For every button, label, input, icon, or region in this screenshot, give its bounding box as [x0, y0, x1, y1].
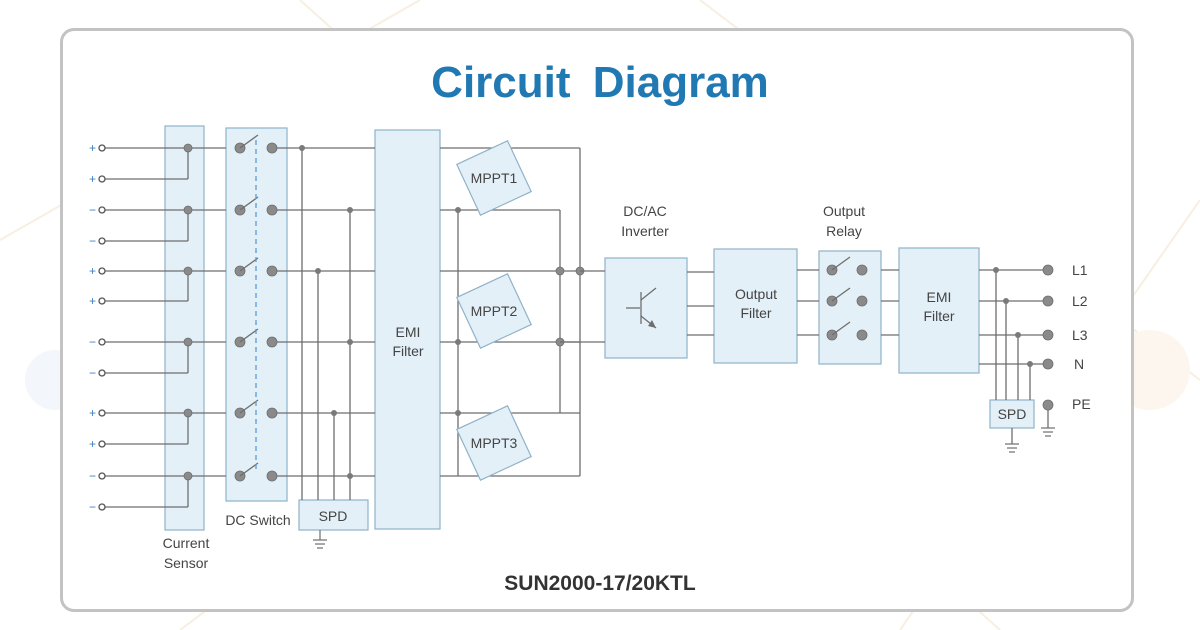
ac-wires-1	[687, 269, 899, 336]
polarity-label: −	[89, 500, 96, 514]
current-sensor-label-line1: Current	[163, 535, 210, 551]
mppt1-label: MPPT1	[471, 170, 518, 186]
transistor-icon	[626, 287, 657, 329]
input-polarity-labels: + + − − + + − − + + − −	[89, 141, 96, 514]
dc-bus-wires	[277, 147, 375, 477]
polarity-label: +	[89, 172, 96, 186]
emi-filter-dc-label-line2: Filter	[392, 343, 423, 359]
mppt2-block: MPPT2	[455, 272, 533, 350]
inverter-label-line2: Inverter	[621, 223, 669, 239]
output-filter-label-line2: Filter	[740, 305, 771, 321]
input-wires	[104, 147, 226, 508]
output-relay-label-line2: Relay	[826, 223, 862, 239]
polarity-label: −	[89, 366, 96, 380]
output-filter-label-line1: Output	[735, 286, 777, 302]
output-label-l2: L2	[1072, 293, 1088, 309]
polarity-label: +	[89, 406, 96, 420]
diagram-title: Circuit Diagram	[431, 58, 769, 107]
output-relay-contacts	[826, 256, 868, 341]
current-sensor-block	[164, 125, 205, 531]
spd-ac-label: SPD	[998, 406, 1027, 422]
polarity-label: +	[89, 437, 96, 451]
polarity-label: −	[89, 335, 96, 349]
output-label-l3: L3	[1072, 327, 1088, 343]
polarity-label: +	[89, 141, 96, 155]
inverter-block	[604, 257, 688, 359]
spd-dc-label: SPD	[319, 508, 348, 524]
polarity-label: −	[89, 234, 96, 248]
emi-filter-ac-label-line1: EMI	[927, 289, 952, 305]
emi-filter-ac-block	[898, 247, 980, 374]
spd-dc-block	[298, 499, 369, 531]
polarity-label: +	[89, 294, 96, 308]
emi-filter-ac-label-line2: Filter	[923, 308, 954, 324]
mppt3-block: MPPT3	[455, 404, 533, 482]
output-label-l1: L1	[1072, 262, 1088, 278]
current-sensor-label-line2: Sensor	[164, 555, 209, 571]
output-label-n: N	[1074, 356, 1084, 372]
emi-filter-dc-block	[374, 129, 441, 530]
polarity-label: −	[89, 203, 96, 217]
dc-spd-connections	[299, 145, 353, 549]
mppt-bus-wires	[440, 147, 605, 477]
polarity-label: +	[89, 264, 96, 278]
output-label-pe: PE	[1072, 396, 1091, 412]
mppt1-block: MPPT1	[455, 139, 533, 217]
current-sensor-nodes	[183, 143, 193, 481]
inverter-label-line1: DC/AC	[623, 203, 667, 219]
output-relay-label-line1: Output	[823, 203, 865, 219]
mppt3-label: MPPT3	[471, 435, 518, 451]
ac-output-wires	[979, 267, 1055, 453]
output-terminals	[1042, 264, 1054, 411]
mppt2-label: MPPT2	[471, 303, 518, 319]
model-name: SUN2000-17/20KTL	[504, 572, 696, 595]
dc-switch-label: DC Switch	[225, 512, 290, 528]
input-terminals	[98, 144, 106, 511]
output-filter-block	[713, 248, 798, 364]
polarity-label: −	[89, 469, 96, 483]
emi-filter-dc-label-line1: EMI	[396, 324, 421, 340]
